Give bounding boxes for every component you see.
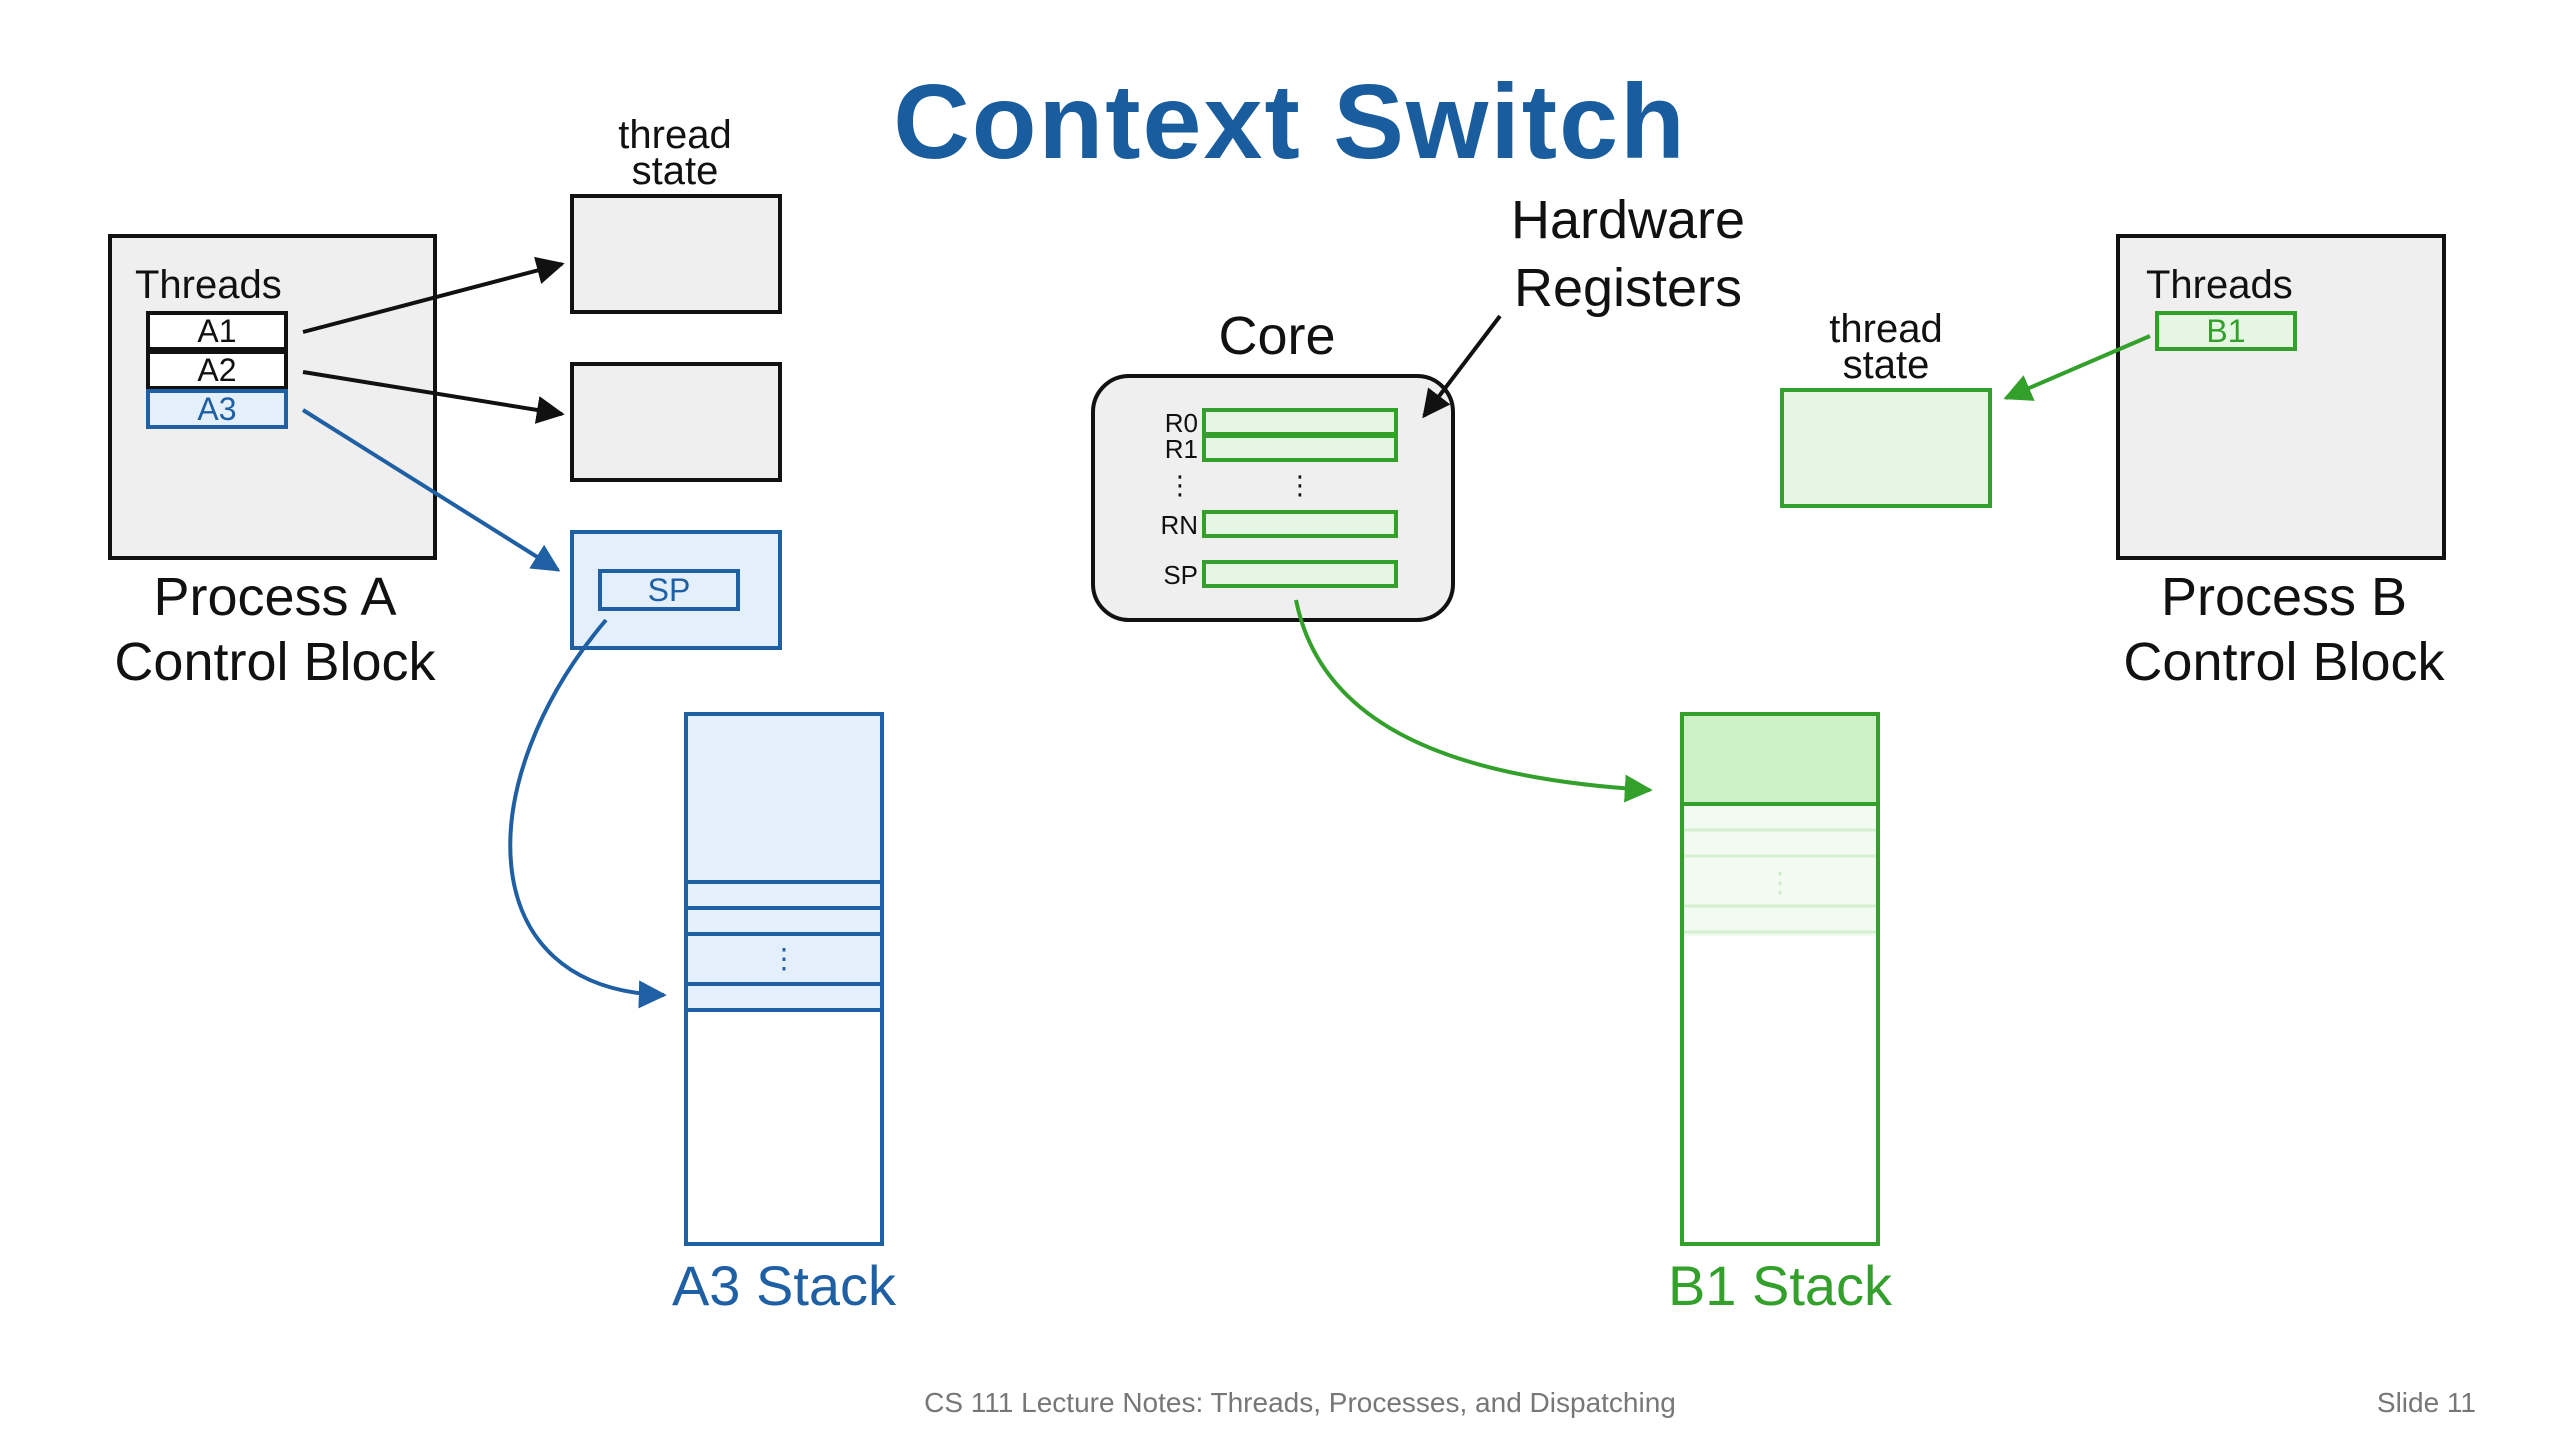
arrow-hardware-registers — [1422, 314, 1502, 419]
process-a-caption-line2: Control Block — [114, 632, 436, 692]
register-r0 — [1202, 408, 1398, 436]
saved-sp-field — [598, 569, 740, 611]
hardware-registers-label-line2: Registers — [1514, 258, 1742, 318]
thread-state-box-a1 — [570, 194, 782, 314]
process-a-control-block: Threads A1 A2 A3 — [108, 234, 437, 560]
arrow-b1-to-state — [2003, 334, 2151, 401]
register-r1 — [1202, 434, 1398, 462]
register-r0-label: R0 — [1165, 408, 1198, 438]
footer-course-title: CS 111 Lecture Notes: Threads, Processes… — [924, 1387, 1676, 1418]
arrow-core-sp-to-b1-stack — [1294, 599, 1653, 803]
register-sp-label: SP — [1163, 560, 1198, 590]
footer-slide-number: Slide 11 — [2377, 1387, 2476, 1418]
thread-a2: A2 — [146, 350, 288, 390]
thread-a2-label: A2 — [197, 352, 236, 388]
b1-stack-label: B1 Stack — [1668, 1254, 1893, 1317]
process-b-caption-line2: Control Block — [2123, 632, 2445, 692]
register-rn-label: RN — [1160, 510, 1198, 540]
thread-a3: A3 — [146, 389, 288, 429]
thread-a1: A1 — [146, 311, 288, 351]
process-a-threads-label: Threads — [135, 263, 282, 307]
thread-b1: B1 — [2155, 311, 2297, 351]
core-box: R0 R1 ⋮ ⋮ RN SP — [1091, 374, 1455, 622]
register-r1-label: R1 — [1165, 434, 1198, 464]
arrow-a2-to-state — [302, 370, 565, 424]
b1-stack-ellipsis: ⋮ — [1766, 867, 1794, 898]
thread-state-label-a-line1: thread — [618, 113, 731, 157]
thread-state-box-a2 — [570, 362, 782, 482]
a3-stack: ⋮ — [684, 712, 884, 1246]
thread-b1-label: B1 — [2206, 313, 2245, 349]
arrow-a1-to-state — [302, 256, 565, 334]
process-a-caption-line1: Process A — [153, 567, 396, 627]
thread-a1-label: A1 — [197, 313, 236, 349]
process-b-threads-label: Threads — [2146, 263, 2293, 307]
saved-sp-label: SP — [648, 572, 691, 608]
thread-state-box-b1 — [1780, 388, 1992, 508]
arrow-a3-to-state — [301, 408, 561, 572]
process-b-caption-line1: Process B — [2161, 567, 2407, 627]
hardware-registers-label-line1: Hardware — [1511, 190, 1745, 250]
register-label-ellipsis: ⋮ — [1167, 470, 1193, 500]
arrow-saved-sp-to-a3-stack — [508, 618, 667, 1009]
a3-stack-ellipsis: ⋮ — [770, 943, 798, 974]
slide-title: Context Switch — [893, 63, 1687, 181]
thread-state-label-b-line1: thread — [1829, 307, 1942, 351]
register-sp — [1202, 560, 1398, 588]
thread-state-label-a-line2: state — [632, 149, 719, 193]
b1-stack: ⋮ — [1680, 712, 1880, 1246]
a3-stack-label: A3 Stack — [672, 1254, 897, 1317]
thread-a3-label: A3 — [197, 391, 236, 427]
process-b-control-block: Threads B1 — [2116, 234, 2446, 560]
core-label: Core — [1218, 306, 1335, 366]
register-field-ellipsis: ⋮ — [1287, 470, 1313, 500]
thread-state-box-a3: SP — [570, 530, 782, 650]
register-rn — [1202, 510, 1398, 538]
thread-state-label-b-line2: state — [1843, 343, 1930, 387]
